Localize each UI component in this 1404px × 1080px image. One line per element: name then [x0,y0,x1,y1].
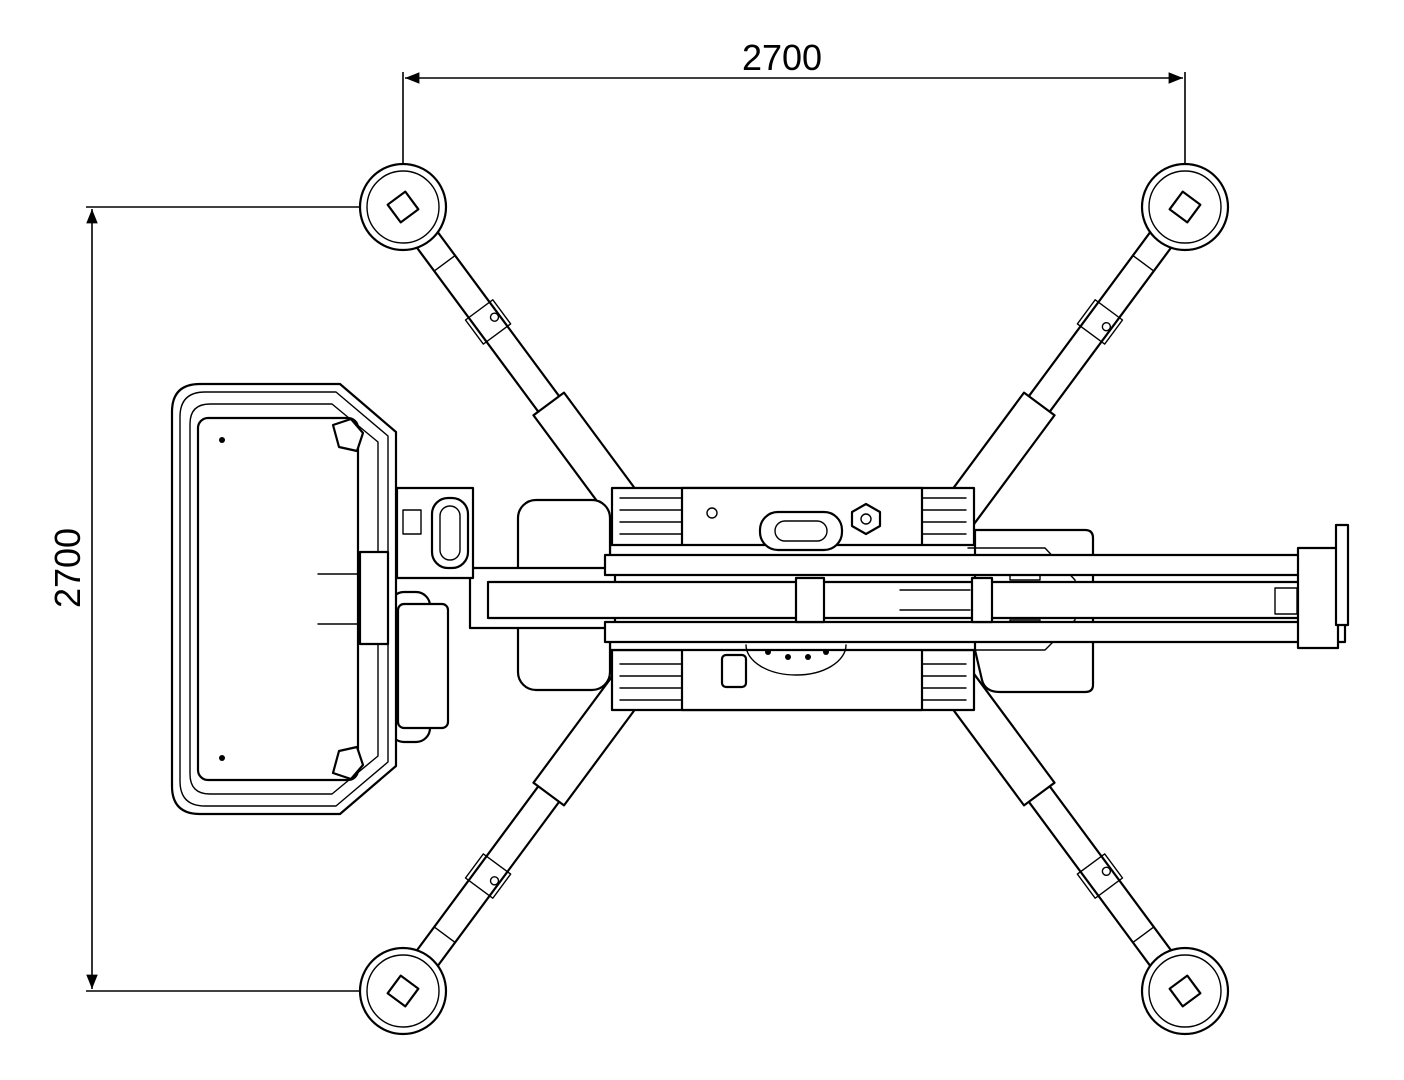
platform-basket [170,382,398,816]
horizontal-dimension-label: 2700 [742,37,822,78]
foot-pad-bottom-right [1140,946,1230,1036]
foot-pad-bottom-left [358,946,448,1036]
boom [486,523,1350,650]
foot-pad-top-left [358,162,448,252]
vertical-dimension: 2700 [47,206,395,992]
control-box [388,486,475,744]
foot-pad-top-right [1140,162,1230,252]
vertical-dimension-label: 2700 [47,528,88,608]
horizontal-dimension: 2700 [402,37,1186,200]
